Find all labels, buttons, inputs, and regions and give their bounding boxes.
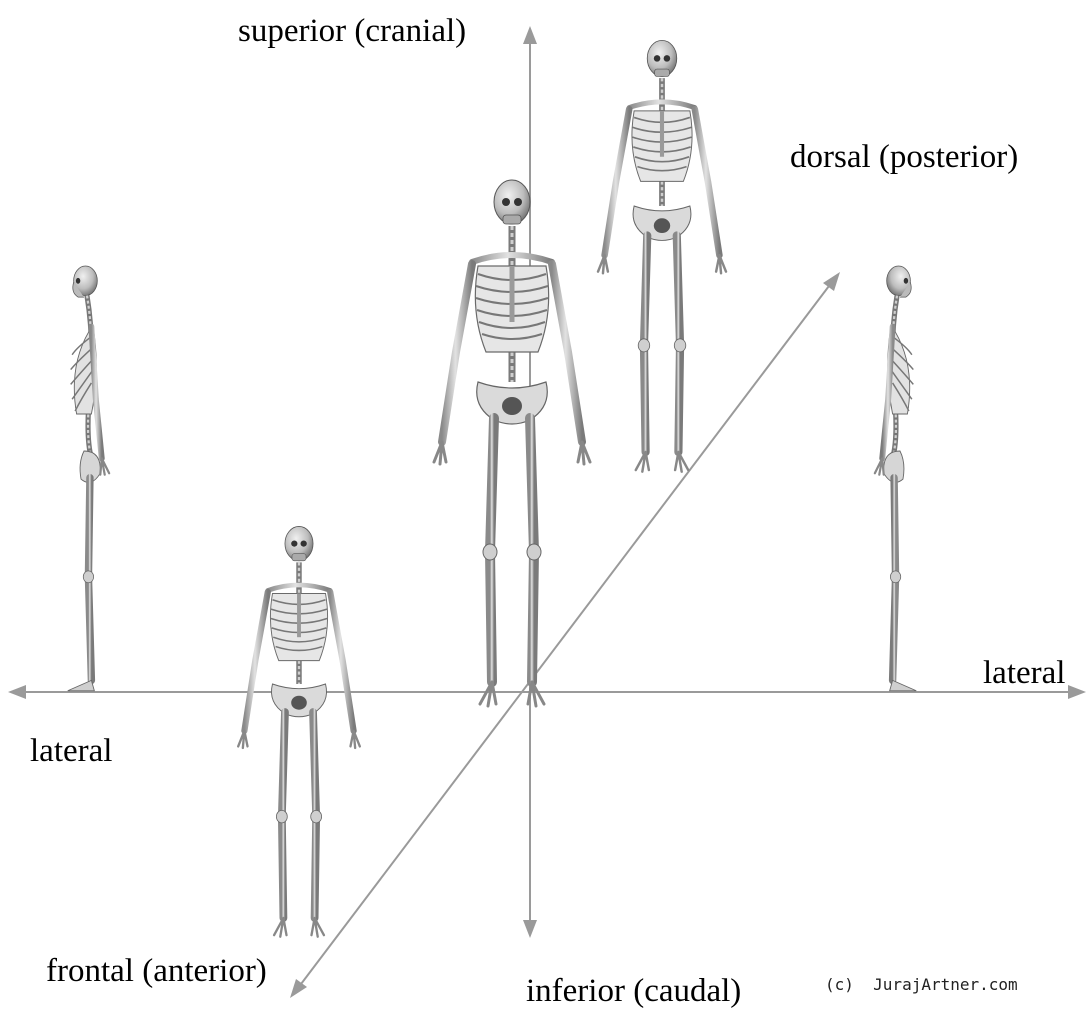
lateral-right-arrowhead bbox=[1068, 685, 1086, 699]
frontal-arrowhead bbox=[290, 979, 307, 998]
dorsal-label: dorsal (posterior) bbox=[790, 141, 1018, 174]
horizontal-axis bbox=[8, 685, 1086, 699]
skeleton-side-view-right bbox=[875, 266, 916, 691]
depth-axis bbox=[290, 272, 840, 998]
inferior-label: inferior (caudal) bbox=[526, 975, 741, 1008]
dorsal-arrowhead bbox=[823, 272, 840, 291]
skeleton-side-view-left bbox=[68, 266, 109, 691]
copyright-credit: (c) JurajArtner.com bbox=[825, 977, 1018, 993]
lateral-right-label: lateral bbox=[983, 657, 1065, 690]
skeleton-front-small bbox=[238, 526, 360, 936]
lateral-left-arrowhead bbox=[8, 685, 26, 699]
superior-arrowhead bbox=[523, 26, 537, 44]
inferior-arrowhead bbox=[523, 920, 537, 938]
superior-label: superior (cranial) bbox=[238, 15, 466, 48]
skeleton-front-view bbox=[434, 180, 590, 706]
lateral-left-label: lateral bbox=[30, 735, 112, 768]
frontal-label: frontal (anterior) bbox=[46, 955, 267, 988]
skeleton-back-view bbox=[598, 40, 726, 471]
